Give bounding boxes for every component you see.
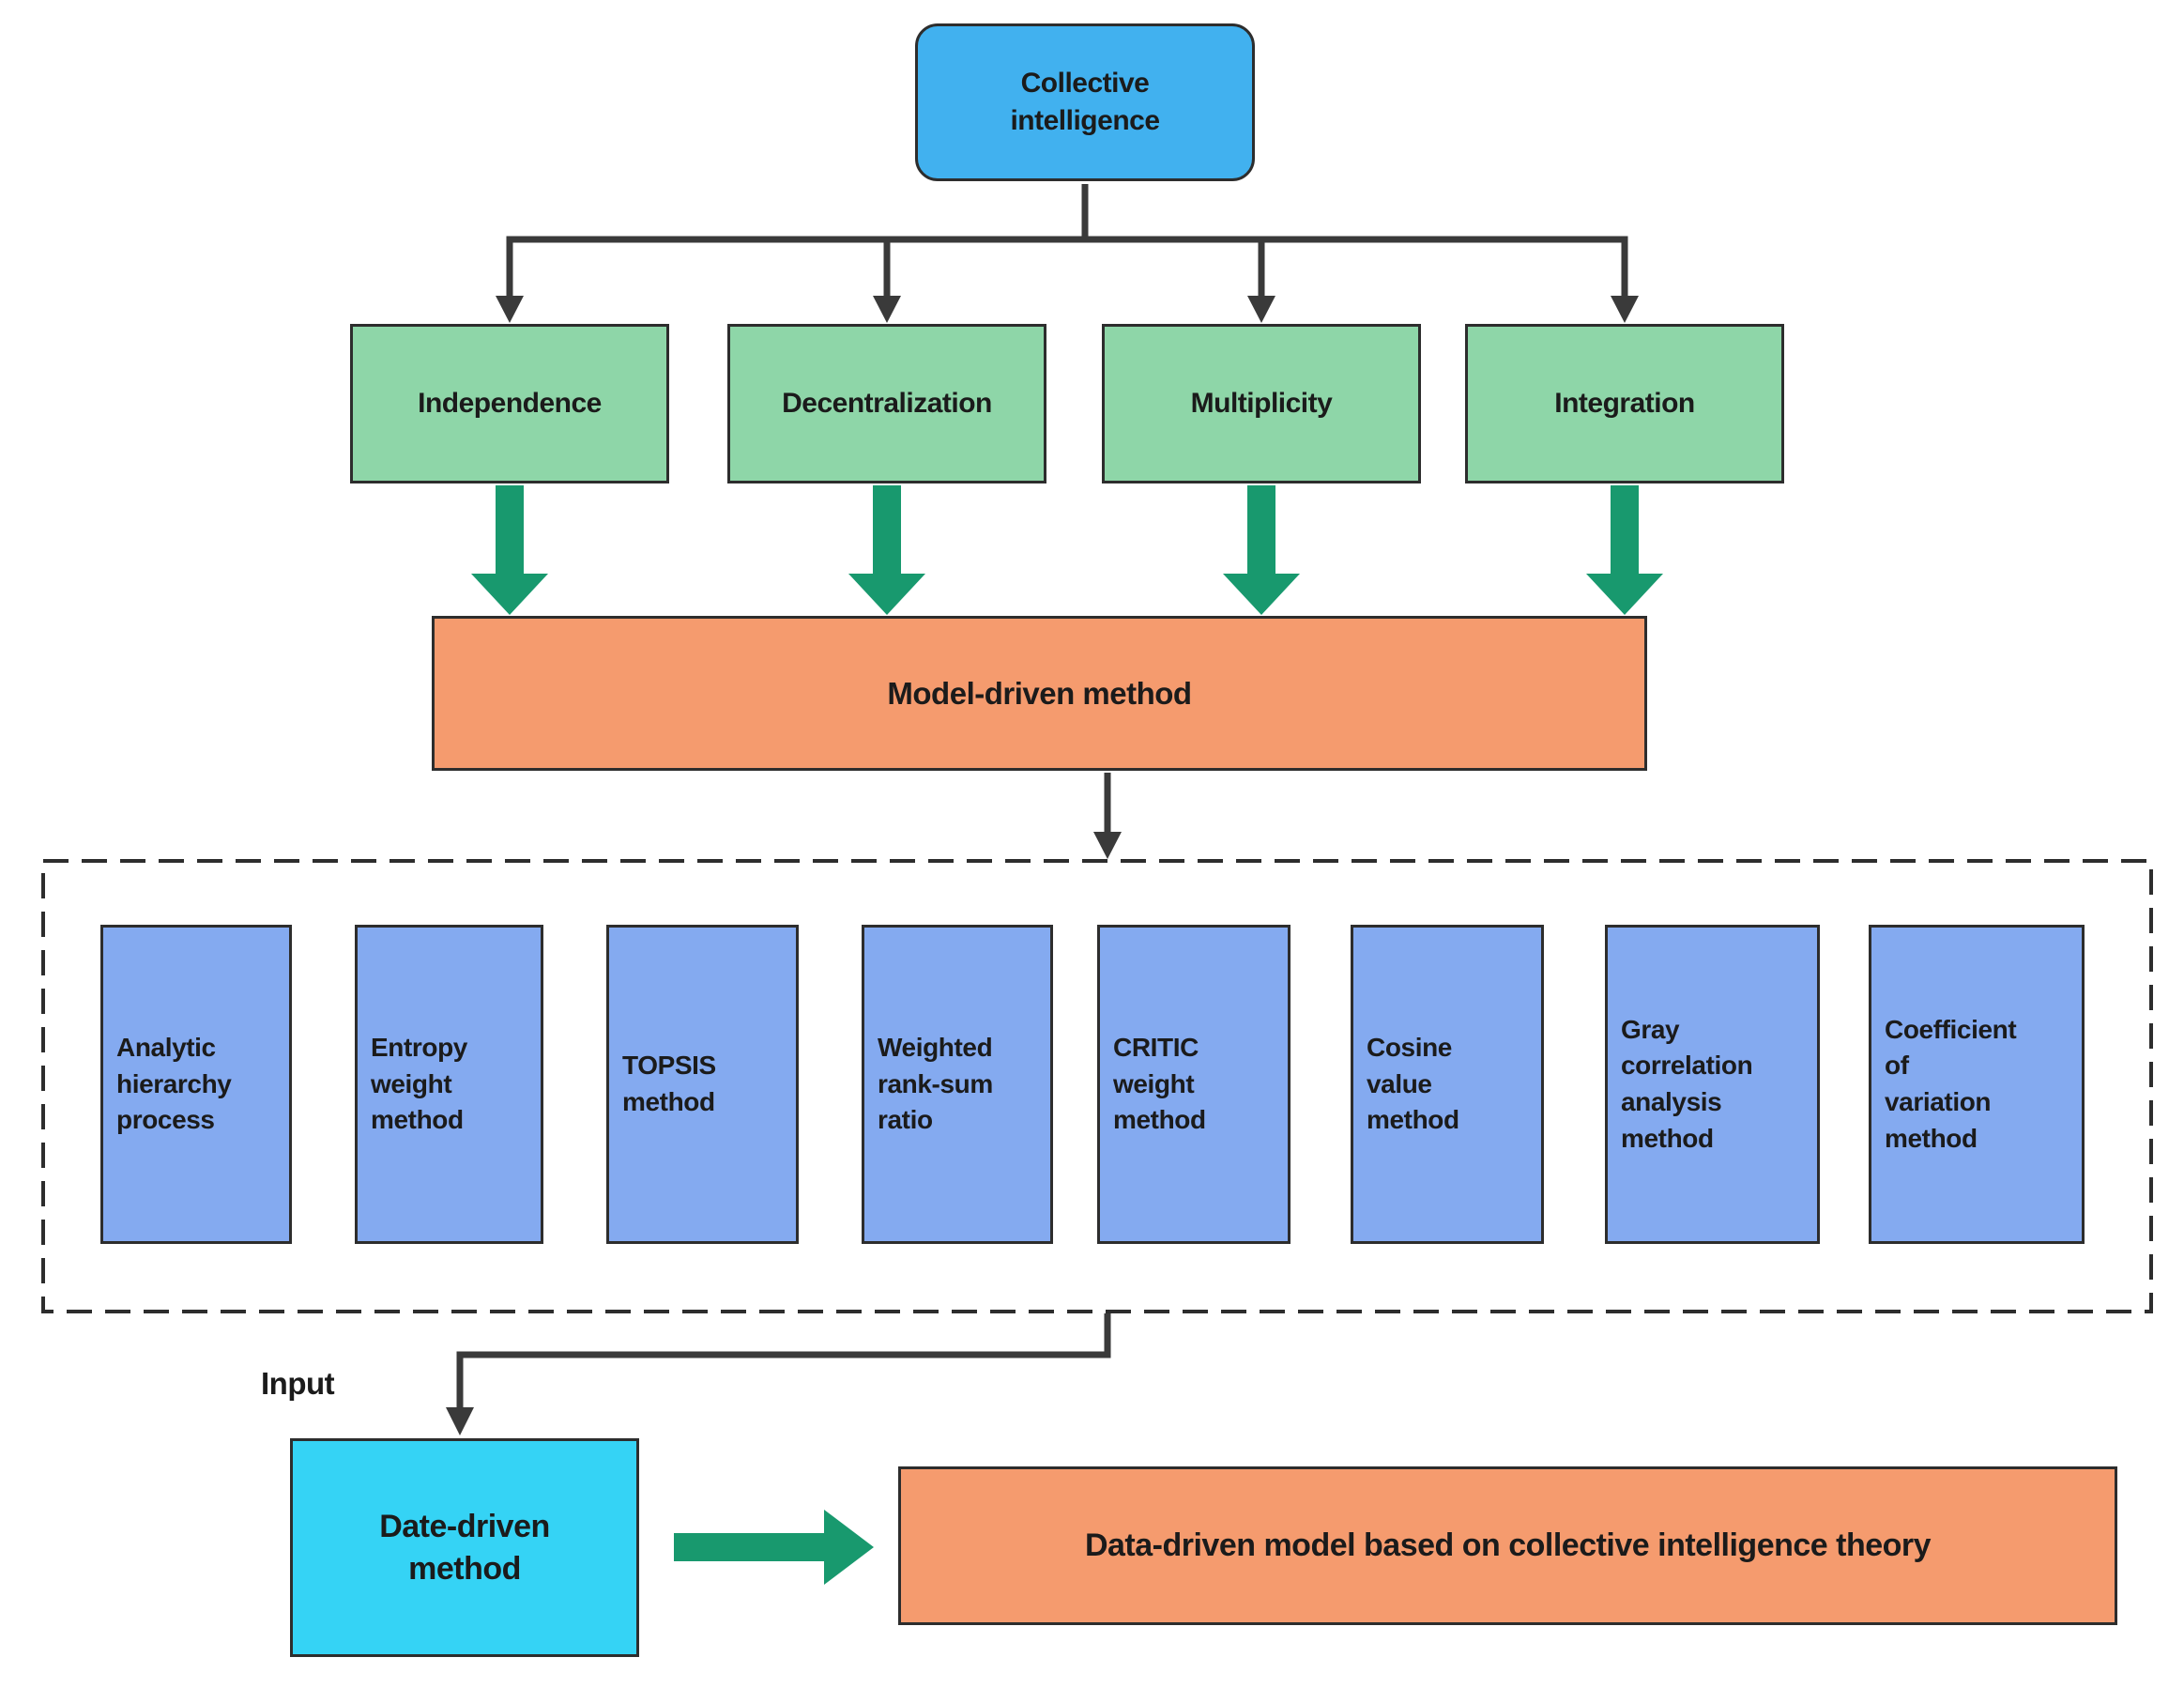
arrowhead-down-icon bbox=[1611, 296, 1639, 323]
node-cosine-value-method: Cosine value method bbox=[1351, 925, 1544, 1244]
arrowhead-down-icon bbox=[873, 296, 901, 323]
node-label: Coefficient of variation method bbox=[1885, 1014, 2017, 1153]
node-entropy-weight-method: Entropy weight method bbox=[355, 925, 543, 1244]
node-label: Model-driven method bbox=[887, 675, 1192, 711]
node-label: Weighted rank-sum ratio bbox=[878, 1033, 993, 1135]
node-label: Decentralization bbox=[782, 388, 992, 419]
node-label: Independence bbox=[418, 388, 602, 419]
node-label: Entropy weight method bbox=[371, 1033, 467, 1135]
thick-arrow-down-icon bbox=[1586, 485, 1663, 615]
node-label: TOPSIS method bbox=[622, 1051, 716, 1116]
connector-methods-to-data-driven bbox=[456, 1313, 1111, 1409]
arrowhead-down-icon bbox=[496, 296, 524, 323]
node-label: Collective intelligence bbox=[1010, 68, 1160, 136]
node-integration: Integration bbox=[1465, 324, 1784, 483]
node-independence: Independence bbox=[350, 324, 669, 483]
thick-arrow-down-icon bbox=[471, 485, 548, 615]
node-critic-weight-method: CRITIC weight method bbox=[1097, 925, 1291, 1244]
node-label: Date-driven method bbox=[379, 1509, 550, 1587]
node-weighted-rank-sum-ratio: Weighted rank-sum ratio bbox=[862, 925, 1053, 1244]
node-label: CRITIC weight method bbox=[1113, 1033, 1206, 1135]
thick-arrow-right-icon bbox=[674, 1510, 874, 1585]
node-label: Cosine value method bbox=[1367, 1033, 1459, 1135]
arrowhead-down-icon bbox=[1093, 832, 1122, 859]
node-analytic-hierarchy-process: Analytic hierarchy process bbox=[100, 925, 292, 1244]
node-label: Integration bbox=[1554, 388, 1695, 419]
node-collective-intelligence: Collective intelligence bbox=[915, 23, 1255, 181]
node-label: Analytic hierarchy process bbox=[116, 1033, 232, 1135]
node-topsis-method: TOPSIS method bbox=[606, 925, 799, 1244]
node-data-driven-model: Data-driven model based on collective in… bbox=[898, 1466, 2117, 1625]
arrowhead-down-icon bbox=[1247, 296, 1275, 323]
node-label: Gray correlation analysis method bbox=[1621, 1014, 1753, 1153]
node-multiplicity: Multiplicity bbox=[1102, 324, 1421, 483]
node-label: Data-driven model based on collective in… bbox=[1084, 1527, 1932, 1563]
node-label: Multiplicity bbox=[1190, 388, 1333, 419]
node-coefficient-of-variation-method: Coefficient of variation method bbox=[1869, 925, 2085, 1244]
thick-arrow-down-icon bbox=[1223, 485, 1300, 615]
arrowhead-down-icon bbox=[446, 1407, 474, 1435]
node-gray-correlation-analysis-method: Gray correlation analysis method bbox=[1605, 925, 1820, 1244]
input-label: Input bbox=[261, 1366, 335, 1401]
node-date-driven-method: Date-driven method bbox=[290, 1438, 639, 1657]
node-model-driven-method: Model-driven method bbox=[432, 616, 1647, 771]
thick-arrow-down-icon bbox=[848, 485, 925, 615]
node-decentralization: Decentralization bbox=[727, 324, 1046, 483]
